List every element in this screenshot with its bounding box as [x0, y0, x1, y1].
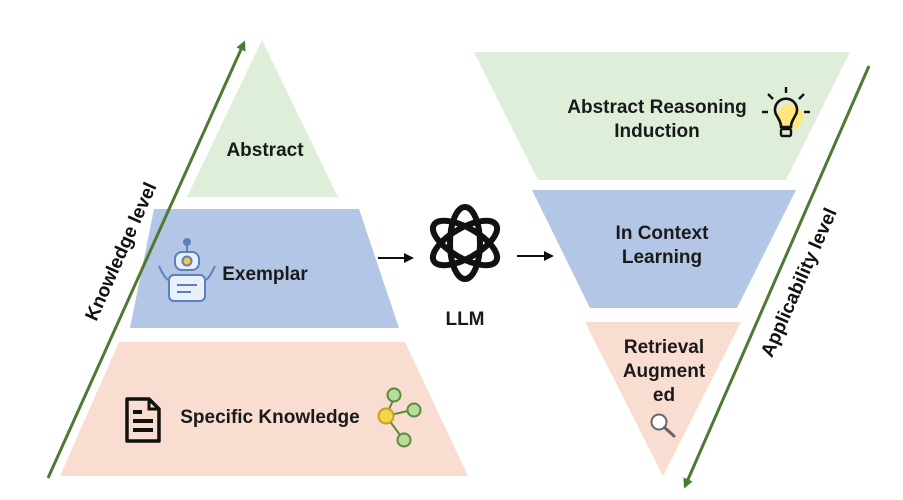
tier-label-abstract-reasoning-induction: Abstract Reasoning Induction — [546, 96, 768, 144]
left-tier-abstract — [187, 40, 338, 197]
tier-label-abstract: Abstract — [226, 140, 304, 161]
document-icon — [125, 397, 161, 443]
openai-logo-icon — [429, 204, 501, 282]
tier-label-line: Induction — [614, 121, 700, 142]
right-tier-abstract-reasoning — [474, 52, 850, 180]
llm-label: LLM — [445, 309, 485, 330]
knowledge-level-arrow — [46, 40, 246, 479]
tier-label-line: Abstract Reasoning — [567, 97, 747, 118]
applicability-level-arrow — [683, 65, 871, 489]
tier-label-exemplar: Exemplar — [222, 264, 308, 285]
left-tier-specific-knowledge — [60, 342, 468, 476]
tier-label-line: Learning — [621, 247, 703, 268]
tier-label-line: Retrieval — [623, 337, 705, 358]
tier-label-retrieval-augmented: Retrieval Augment ed — [612, 336, 716, 408]
tier-label-line: In Context — [615, 223, 709, 244]
tier-label-specific-knowledge: Specific Knowledge — [180, 407, 360, 428]
magnifier-icon — [650, 413, 676, 438]
knowledge-graph-icon — [377, 387, 422, 448]
tier-label-in-context-learning: In Context Learning — [588, 222, 736, 270]
tier-label-line: ed — [652, 385, 676, 406]
lightbulb-icon — [762, 87, 810, 138]
robot-icon — [158, 238, 216, 302]
right-tier-in-context-learning — [532, 190, 796, 308]
right-tier-retrieval-augmented — [585, 322, 741, 476]
tier-label-line: Augment — [622, 361, 706, 382]
